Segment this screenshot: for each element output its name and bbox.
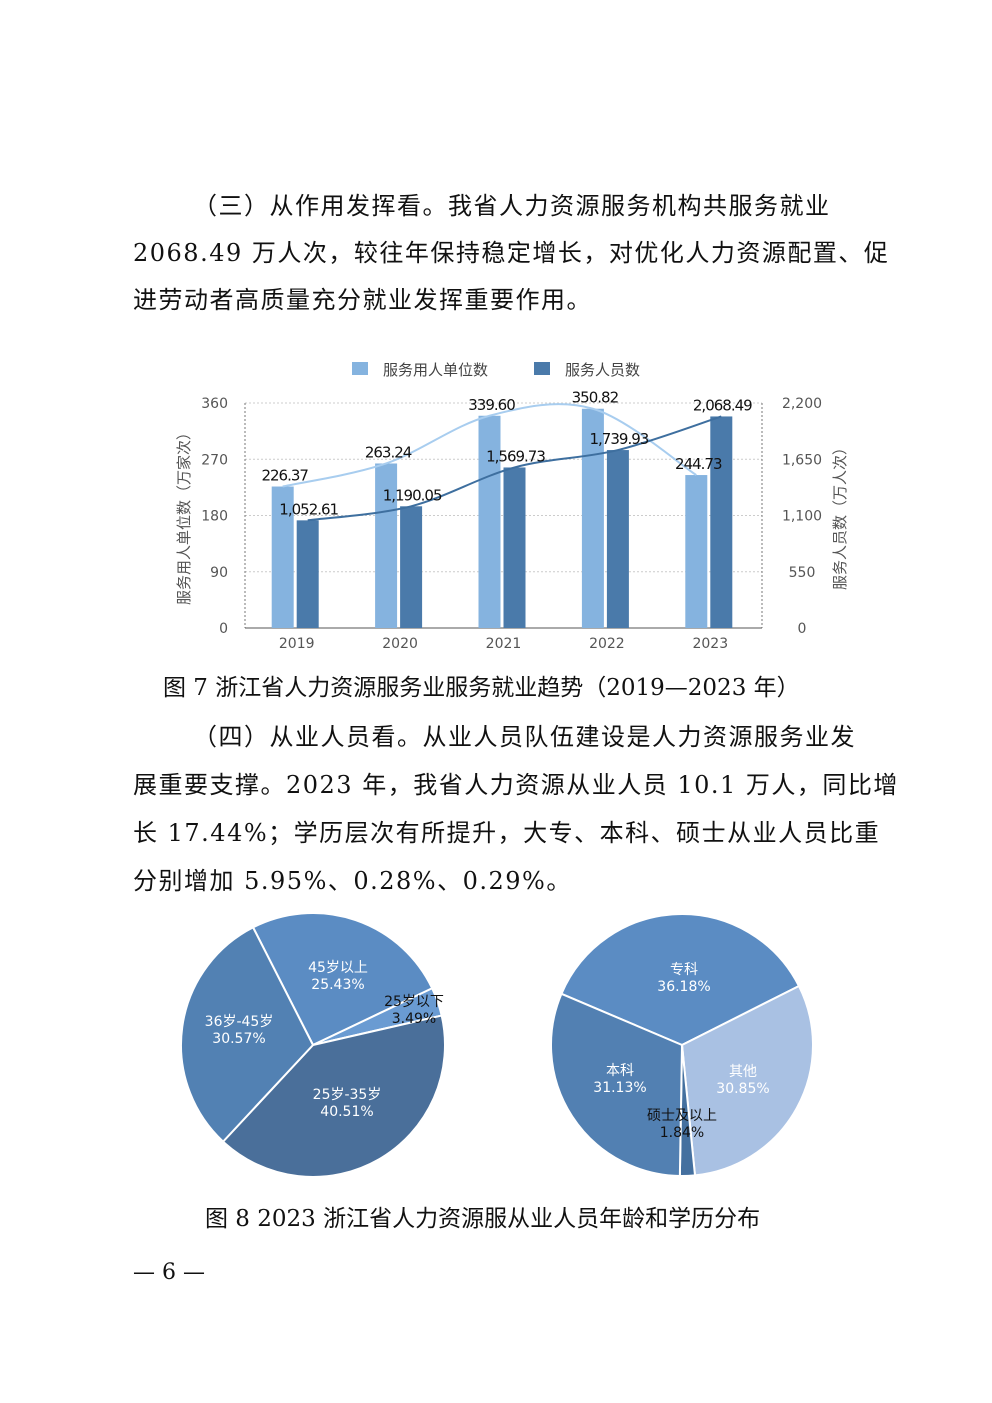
pie-label: 硕士及以上	[647, 1108, 717, 1124]
bar-persons	[296, 520, 319, 628]
figure-7-caption: 图 7 浙江省人力资源服务业服务就业趋势（2019—2023 年）	[163, 675, 800, 701]
data-label-units: 226.37	[261, 467, 308, 485]
paragraph-line: 2068.49 万人次，较往年保持稳定增长，对优化人力资源配置、促	[133, 239, 890, 267]
bar-units	[685, 475, 708, 628]
pie-label: 45岁以上	[308, 960, 368, 976]
y-axis-label-right: 服务人员数（万人次）	[831, 440, 849, 590]
pie-slice	[560, 913, 801, 1047]
y-tick-right: 550	[789, 565, 816, 581]
trendline-units	[282, 403, 697, 488]
data-label-persons: 1,569.73	[486, 447, 545, 465]
pie-percent: 3.49%	[392, 1011, 436, 1027]
pie-percent: 25.43%	[311, 977, 364, 993]
pie-label: 25岁-35岁	[313, 1087, 382, 1103]
pie-percent: 30.85%	[716, 1081, 769, 1097]
legend-label: 服务人员数	[565, 361, 640, 379]
bar-units	[581, 408, 604, 628]
data-label-persons: 1,052.61	[279, 500, 338, 518]
x-tick: 2023	[692, 636, 728, 652]
y-tick-left: 180	[201, 509, 228, 525]
pie-slice	[180, 926, 315, 1144]
x-tick: 2022	[589, 636, 625, 652]
y-tick-left: 0	[219, 621, 228, 637]
bar-persons	[710, 416, 733, 628]
paragraph-line: 分别增加 5.95%、0.28%、0.29%。	[133, 867, 572, 895]
pie-percent: 30.57%	[212, 1031, 265, 1047]
data-label-persons: 2,068.49	[693, 396, 752, 414]
y-tick-right: 1,650	[782, 452, 822, 468]
bar-persons	[400, 506, 423, 628]
bar-persons	[503, 467, 526, 628]
pie-percent: 36.18%	[657, 979, 710, 995]
y-tick-left: 360	[201, 396, 228, 412]
x-tick: 2021	[486, 636, 522, 652]
bar-units	[375, 463, 398, 628]
y-axis-label-left: 服务用人单位数（万家次）	[175, 425, 193, 605]
pie-slice	[251, 912, 434, 1047]
legend-swatch	[534, 362, 550, 375]
y-tick-right: 0	[798, 621, 807, 637]
pie-slice	[680, 984, 814, 1177]
y-tick-left: 90	[210, 565, 228, 581]
paragraph-line: 展重要支撑。2023 年，我省人力资源从业人员 10.1 万人，同比增	[133, 771, 899, 799]
pie-label: 其他	[729, 1064, 757, 1080]
pie-slice	[221, 1014, 446, 1178]
page-number: — 6 —	[133, 1260, 205, 1285]
data-label-units: 339.60	[468, 396, 515, 414]
data-label-units: 244.73	[675, 455, 722, 473]
x-tick: 2020	[382, 636, 418, 652]
y-tick-right: 1,100	[782, 509, 822, 525]
paragraph-line: （三）从作用发挥看。我省人力资源服务机构共服务就业	[193, 192, 831, 220]
pie-percent: 31.13%	[593, 1080, 646, 1096]
figure-8-caption: 图 8 2023 浙江省人力资源服从业人员年龄和学历分布	[205, 1206, 761, 1232]
data-label-persons: 1,190.05	[383, 486, 442, 504]
paragraph-line: （四）从业人员看。从业人员队伍建设是人力资源服务业发	[193, 723, 856, 751]
bar-persons	[606, 450, 629, 628]
pie-label: 专科	[670, 962, 698, 978]
pie-percent: 40.51%	[320, 1104, 373, 1120]
bar-units	[478, 415, 501, 628]
pie-percent: 1.84%	[660, 1125, 704, 1141]
x-tick: 2019	[279, 636, 315, 652]
data-label-units: 350.82	[572, 389, 619, 407]
bar-units	[271, 486, 294, 628]
pie-label: 36岁-45岁	[205, 1014, 274, 1030]
y-tick-right: 2,200	[782, 396, 822, 412]
pie-slice	[550, 992, 684, 1177]
paragraph-line: 进劳动者高质量充分就业发挥重要作用。	[133, 286, 592, 314]
legend-swatch	[352, 362, 368, 375]
data-label-units: 263.24	[365, 443, 412, 461]
trendline-persons	[307, 415, 722, 522]
pie-label: 本科	[606, 1063, 634, 1079]
bar-chart: 服务用人单位数 服务人员数 0 90 180 270 360 0 550 1,100 1,650 2,…	[175, 361, 849, 652]
data-label-persons: 1,739.93	[590, 430, 649, 448]
y-tick-left: 270	[201, 452, 228, 468]
pie-label: 25岁以下	[384, 994, 444, 1010]
legend-label: 服务用人单位数	[383, 361, 488, 379]
paragraph-line: 长 17.44%；学历层次有所提升，大专、本科、硕士从业人员比重	[133, 819, 881, 847]
